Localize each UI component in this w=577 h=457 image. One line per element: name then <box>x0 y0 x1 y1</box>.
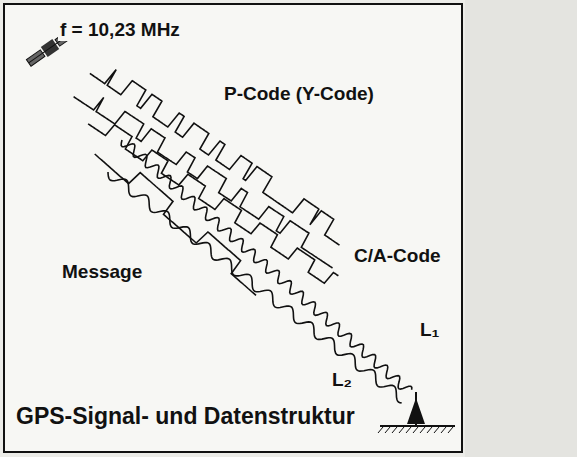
signal-label: Message <box>60 262 144 283</box>
carrier-label: L₂ <box>330 370 354 391</box>
code-label: P-Code (Y-Code) <box>222 84 376 105</box>
figure-caption: GPS-Signal- und Datenstruktur <box>14 404 357 429</box>
frequency-label: f = 10,23 MHz <box>58 20 182 41</box>
antenna-symbol <box>380 392 455 426</box>
l2-carrier <box>108 172 402 403</box>
code-label: C/A-Code <box>352 246 443 267</box>
page-ground <box>465 0 577 457</box>
carrier-label: L₁ <box>418 320 441 341</box>
